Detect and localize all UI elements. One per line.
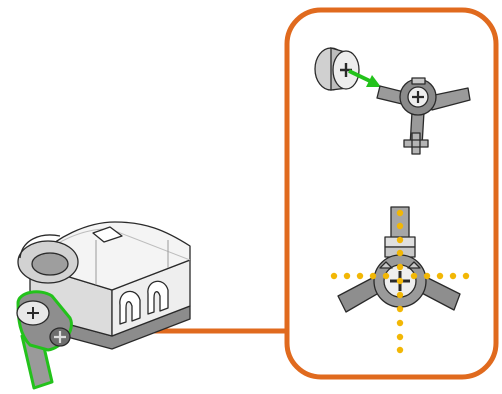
bushing-icon xyxy=(315,48,359,90)
